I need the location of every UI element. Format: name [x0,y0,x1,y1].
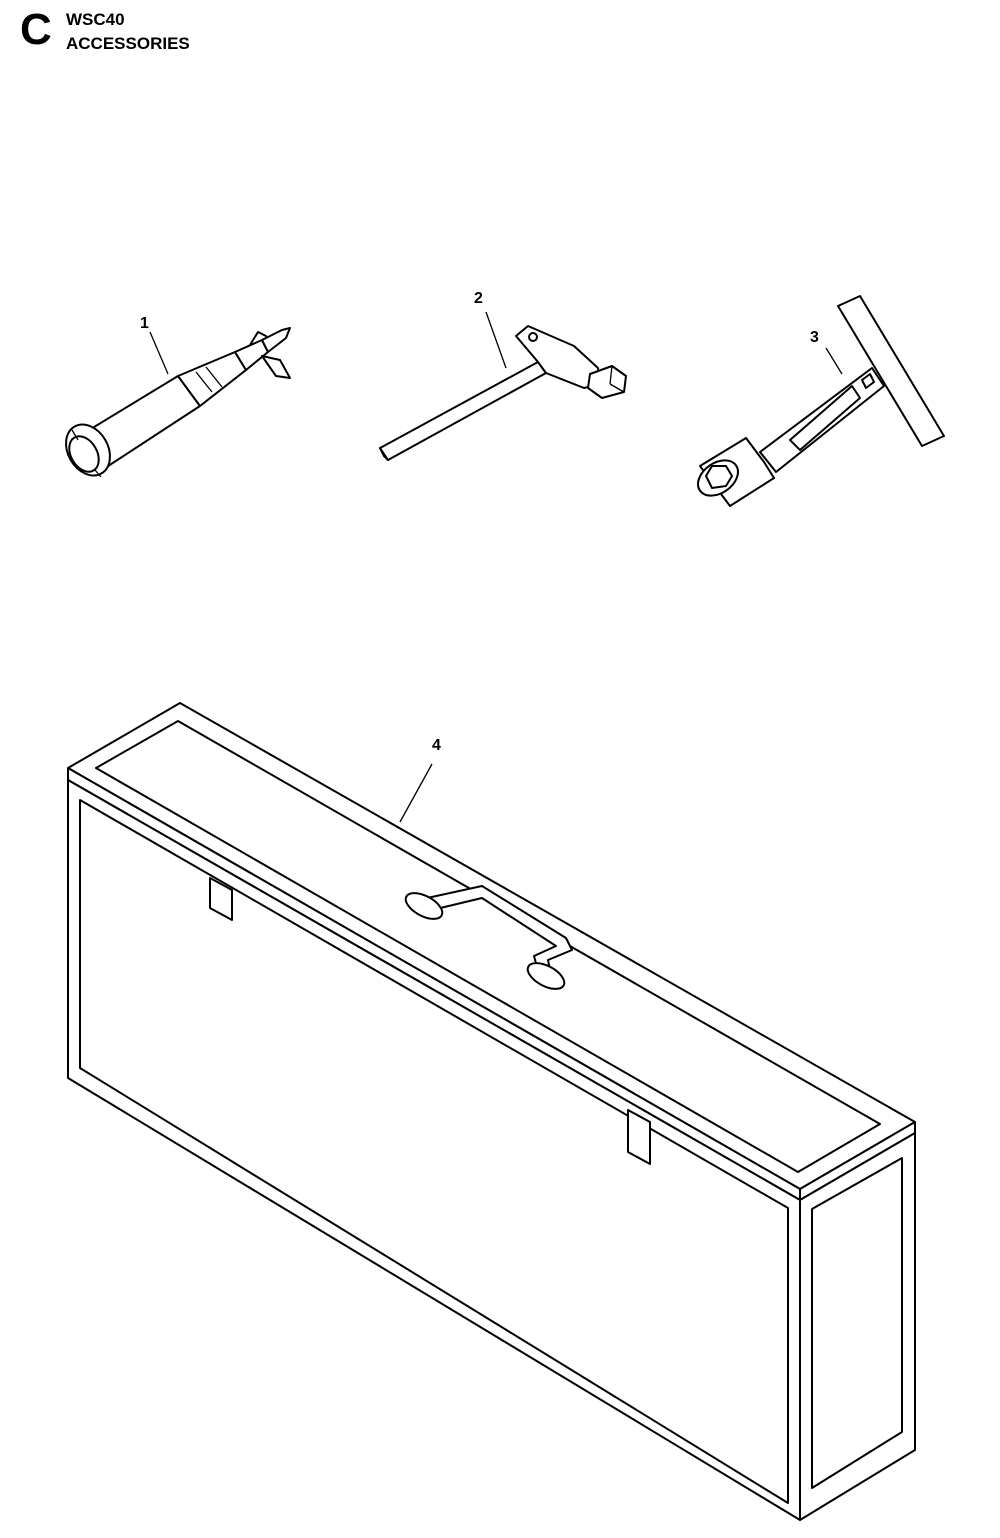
part-4-callout: 4 [432,737,441,754]
part-2-callout: 2 [474,290,483,307]
part-1-callout: 1 [140,315,149,332]
page-header: C WSC40 ACCESSORIES [20,8,320,58]
section-letter: C [20,5,52,54]
hex-key-icon: 2 [379,290,627,461]
section-title: ACCESSORIES [66,34,190,53]
carrying-case-icon: 4 [67,702,916,1521]
grease-gun-icon: 1 [65,315,291,478]
part-3-callout: 3 [810,329,819,346]
socket-wrench-icon: 3 [697,295,945,507]
model-name: WSC40 [66,10,125,29]
